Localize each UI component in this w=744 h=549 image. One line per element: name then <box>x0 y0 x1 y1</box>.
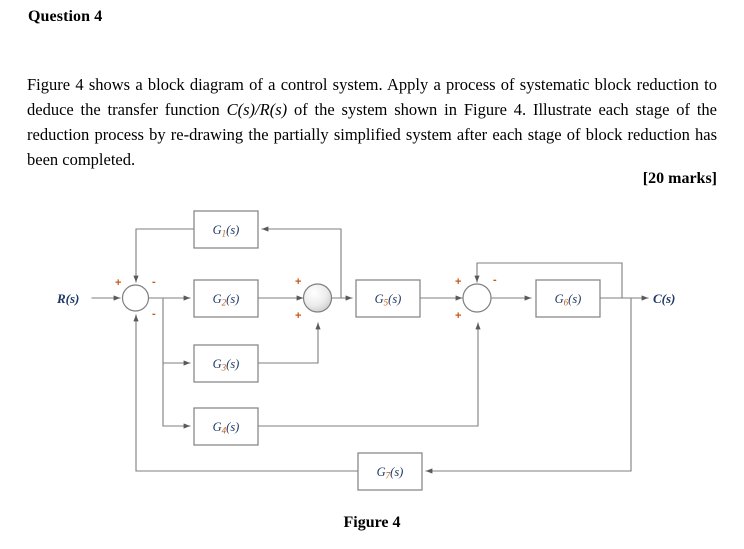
wire-g1-to-sum1 <box>133 228 195 283</box>
block-diagram: G1(s) G2(s) G3(s) G4(s) G5(s) G6(s) <box>0 195 744 510</box>
sum2-sign-top-left: + <box>295 276 301 288</box>
block-g4: G4(s) <box>193 407 259 446</box>
sum1-sign-bottom-right: - <box>152 308 156 320</box>
sum1-sign-left: + <box>115 277 121 289</box>
block-g1: G1(s) <box>193 210 259 249</box>
question-text-part-1: Figure 4 shows a block diagram of a cont… <box>27 75 717 119</box>
summing-junction-3: + - + <box>455 274 497 322</box>
summing-junction-1: + - - <box>115 276 156 320</box>
wire-g4-to-sum3 <box>257 322 481 427</box>
block-g5-label: G5(s) <box>375 292 402 308</box>
question-paragraph: Figure 4 shows a block diagram of a cont… <box>27 72 717 172</box>
block-g3-label: G3(s) <box>213 357 240 373</box>
figure-caption: Figure 4 <box>343 514 401 531</box>
marks-allocation: [20 marks] <box>642 170 717 187</box>
block-g3: G3(s) <box>193 344 259 383</box>
wire-outer-to-g7 <box>425 297 632 474</box>
transfer-function-inline: C(s)/R(s) <box>226 100 288 119</box>
block-g7: G7(s) <box>357 452 423 491</box>
sum3-sign-left: + <box>455 276 461 288</box>
page-title: Question 4 <box>28 8 103 25</box>
sum3-sign-top-right: - <box>493 274 497 286</box>
sum2-sign-bottom-left: + <box>295 310 301 322</box>
block-g7-label: G7(s) <box>377 465 404 481</box>
question-text-part-2: of the system shown in Figure 4. Illustr… <box>27 100 717 169</box>
block-g2: G2(s) <box>193 279 259 318</box>
summing-junction-2: + + <box>295 276 333 322</box>
block-g2-label: G2(s) <box>213 292 240 308</box>
sum3-sign-bottom-left: + <box>455 310 461 322</box>
output-signal-label: C(s) <box>653 291 675 306</box>
wire-tap-to-g1 <box>261 226 342 299</box>
wire-g3-to-sum2 <box>257 322 321 364</box>
input-signal-label: R(s) <box>56 291 79 306</box>
block-g4-label: G4(s) <box>213 420 240 436</box>
wire-g6-local-feedback <box>474 262 623 299</box>
block-g5: G5(s) <box>355 279 421 318</box>
block-g6-label: G6(s) <box>555 292 582 308</box>
sum1-sign-top-right: - <box>152 276 156 288</box>
block-g1-label: G1(s) <box>213 223 240 239</box>
block-g6: G6(s) <box>535 279 601 318</box>
wire-g7-to-sum1 <box>133 314 359 472</box>
